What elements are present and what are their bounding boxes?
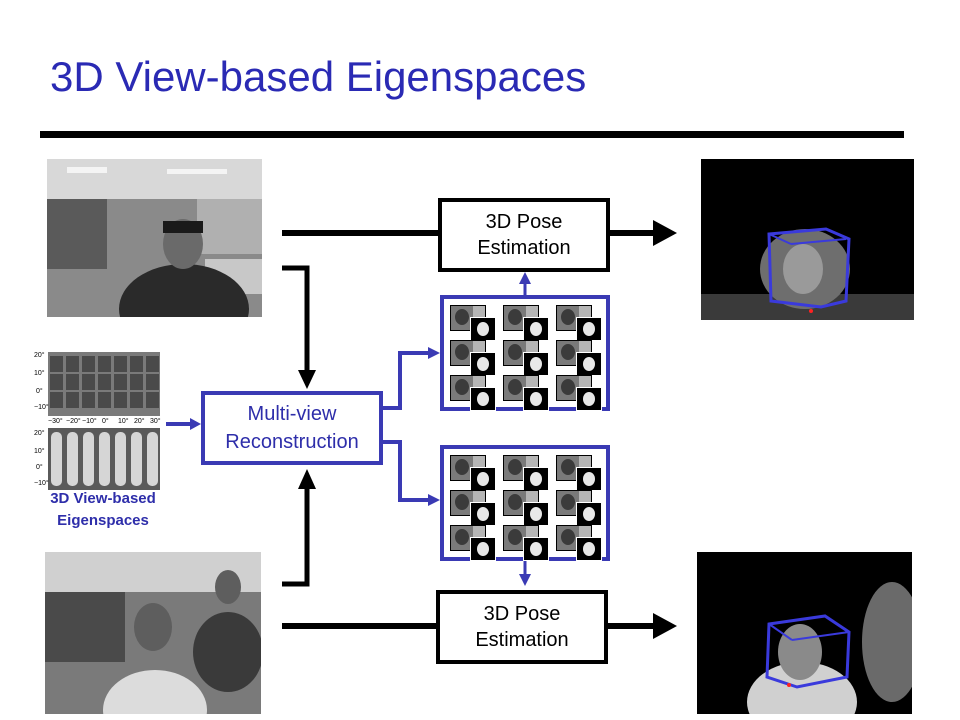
pose-estimation-box-top: 3D Pose Estimation <box>438 198 610 272</box>
pose-output-bottom <box>697 552 912 714</box>
pose-top-line1: 3D Pose <box>485 211 563 233</box>
pose-estimation-box-bottom: 3D Pose Estimation <box>436 590 608 664</box>
eig-ytick-top-2: 10° <box>34 370 45 377</box>
depth-thumbnail <box>470 352 496 376</box>
depth-thumbnail <box>470 317 496 341</box>
eigenspaces-caption-line2: Eigenspaces <box>57 512 149 529</box>
depth-thumbnail <box>576 387 602 411</box>
depth-thumbnail <box>576 352 602 376</box>
depth-thumbnail <box>576 317 602 341</box>
depth-thumbnail <box>523 537 549 561</box>
depth-thumbnail <box>576 502 602 526</box>
depth-thumbnail <box>523 387 549 411</box>
depth-thumbnail <box>470 387 496 411</box>
depth-thumbnail <box>470 467 496 491</box>
eig-ytick-bottom-3: 0° <box>36 464 43 471</box>
pose-output-top <box>701 159 914 320</box>
depth-thumbnail <box>523 467 549 491</box>
eig-xtick-3: −10° <box>82 418 97 425</box>
pose-top-line2: Estimation <box>477 237 571 259</box>
recon-line2: Reconstruction <box>225 431 359 453</box>
eig-xtick-5: 10° <box>118 418 129 425</box>
eig-xtick-6: 20° <box>134 418 145 425</box>
recon-line1: Multi-view <box>247 403 337 425</box>
eig-ytick-top-1: 20° <box>34 352 45 359</box>
eigenspaces-caption: 3D View-based Eigenspaces <box>28 488 178 532</box>
depth-thumbnail <box>576 537 602 561</box>
depth-thumbnail <box>470 537 496 561</box>
pose-bottom-line2: Estimation <box>475 629 569 651</box>
input-photo-two-people <box>45 552 261 714</box>
slide-title: 3D View-based Eigenspaces <box>50 53 587 100</box>
multiview-grid-top <box>440 295 610 411</box>
multi-view-reconstruction-box: Multi-view Reconstruction <box>201 391 383 465</box>
eig-xtick-1: −30° <box>48 418 63 425</box>
depth-thumbnail <box>523 317 549 341</box>
eigenspace-image-grid: 20° 10° 0° −10° −30° −20° −10° 0° 10° 20… <box>34 352 164 490</box>
eigenspaces-caption-line1: 3D View-based <box>50 490 156 507</box>
depth-thumbnail <box>576 467 602 491</box>
depth-thumbnail <box>523 502 549 526</box>
eig-xtick-2: −20° <box>66 418 81 425</box>
eig-ytick-bottom-1: 20° <box>34 430 45 437</box>
title-divider <box>40 131 904 138</box>
eig-xtick-4: 0° <box>102 418 109 425</box>
depth-thumbnail <box>523 352 549 376</box>
input-photo-single-person <box>47 159 262 317</box>
eig-ytick-bottom-4: −10° <box>34 480 49 487</box>
eig-xtick-7: 30° <box>150 418 161 425</box>
eig-ytick-top-4: −10° <box>34 404 49 411</box>
eig-ytick-top-3: 0° <box>36 388 43 395</box>
eig-ytick-bottom-2: 10° <box>34 448 45 455</box>
multiview-grid-bottom <box>440 445 610 561</box>
depth-thumbnail <box>470 502 496 526</box>
pose-bottom-line1: 3D Pose <box>483 603 561 625</box>
